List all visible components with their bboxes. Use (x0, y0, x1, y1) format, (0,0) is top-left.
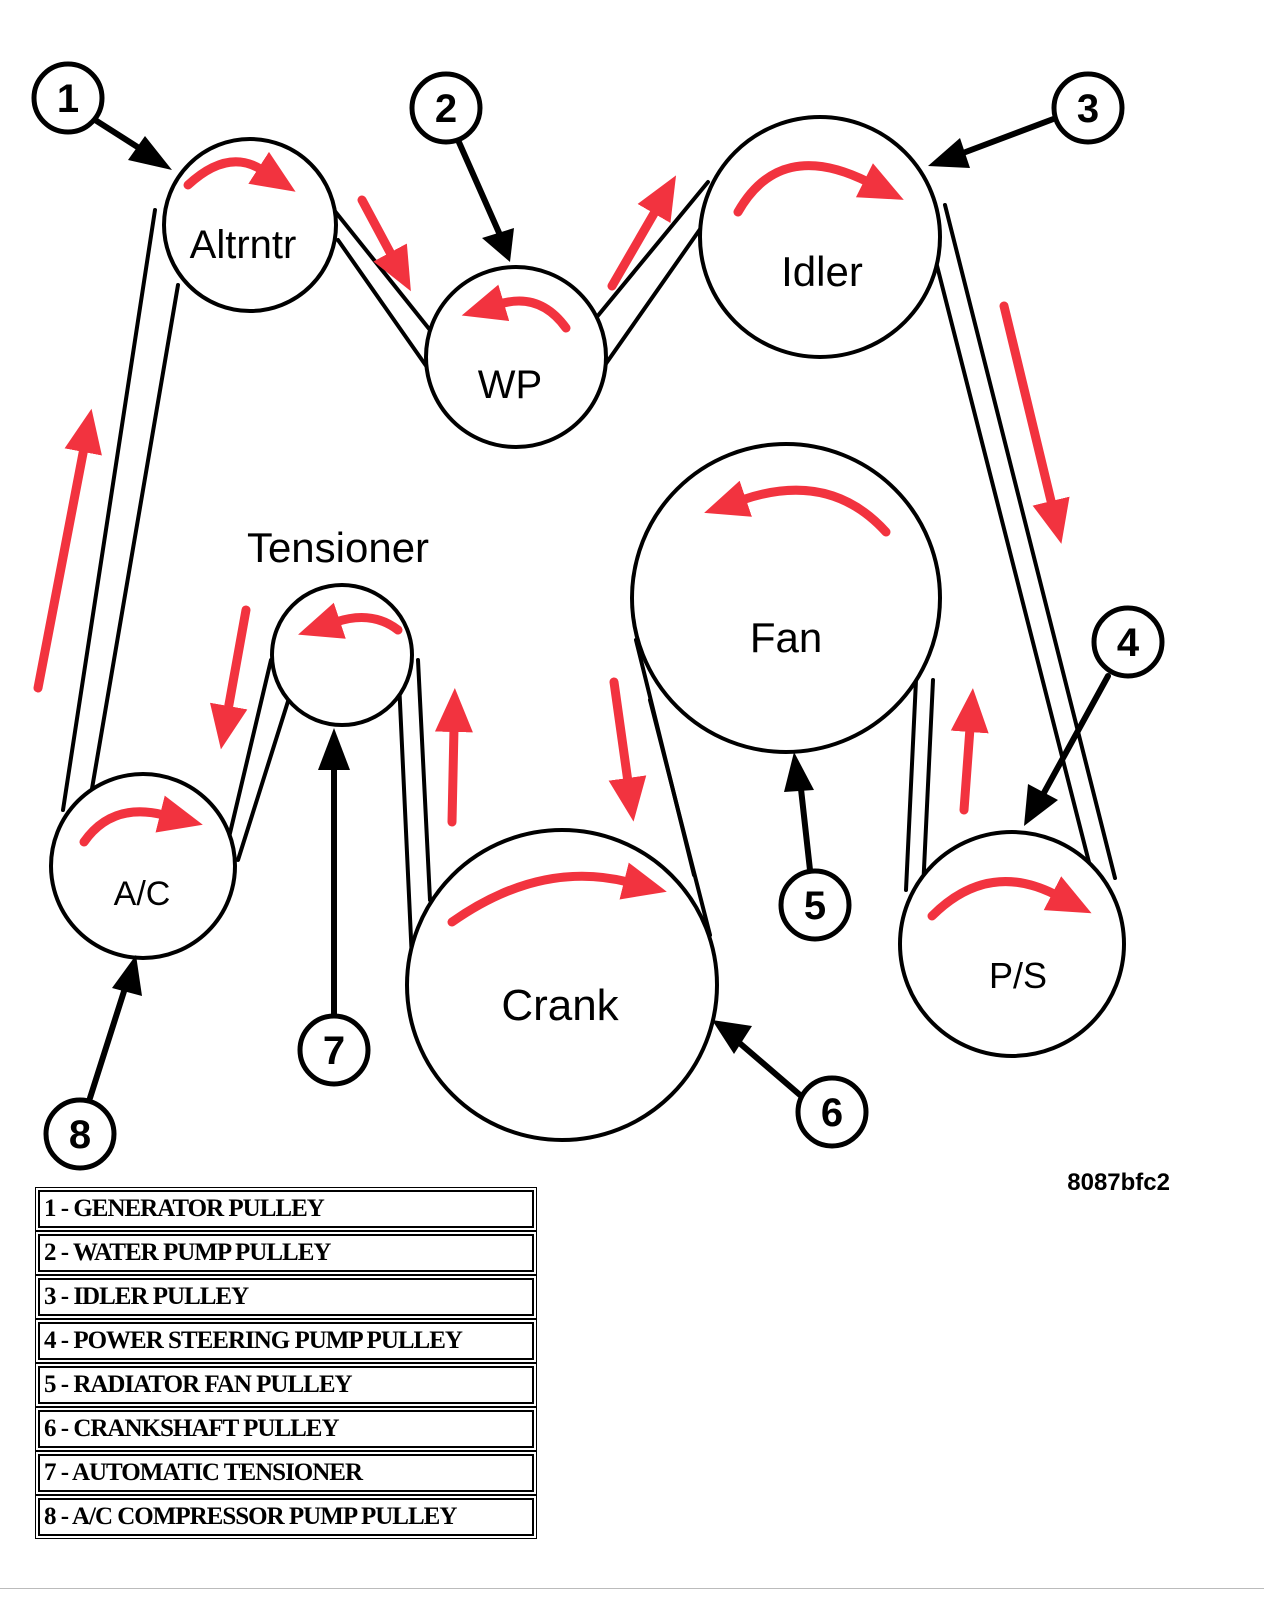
callout-3-number: 3 (1077, 87, 1099, 131)
callout-1-circle (31, 61, 105, 135)
callout-6-circle (795, 1075, 869, 1149)
alternator-rotation-arrow (183, 151, 296, 192)
ps-pulley (898, 830, 1126, 1058)
ps-rotation-arrow (927, 876, 1092, 921)
callout-5-arrowhead (784, 752, 814, 792)
ac-rotation-arrow (79, 795, 203, 847)
belt-direction-arrow (210, 605, 251, 750)
legend-row: 8 - A/C COMPRESSOR PUMP PULLEY (35, 1495, 537, 1539)
ps-label: P/S (989, 955, 1047, 996)
callout-2-number: 2 (435, 87, 457, 131)
belt-direction-arrow (950, 688, 989, 815)
ac-label: A/C (114, 875, 171, 913)
callout-5-circle (778, 868, 852, 942)
idler-rotation-arrow (733, 161, 904, 217)
idler-pulley (698, 115, 942, 359)
belt-direction-arrow (33, 408, 102, 693)
belt-direction-arrow (608, 677, 647, 822)
callout-8-pointer (87, 982, 129, 1101)
crank-rotation-arrow (447, 862, 667, 927)
callout-4-circle (1091, 605, 1165, 679)
callout-3-pointer (952, 115, 1059, 159)
tensioner-pulley (270, 583, 414, 727)
callout-5-pointer (797, 777, 813, 873)
callout-4-pointer (1037, 673, 1111, 803)
legend-row: 2 - WATER PUMP PULLEY (35, 1231, 537, 1275)
legend-row: 6 - CRANKSHAFT PULLEY (35, 1407, 537, 1451)
callout-6-pointer (733, 1037, 803, 1098)
crank-pulley (405, 828, 719, 1142)
callout-7-arrowhead (318, 728, 350, 770)
callout-4-arrowhead (1024, 784, 1058, 826)
bottom-divider (0, 1588, 1264, 1589)
belt-direction-arrow (607, 175, 677, 291)
callout-1-arrowhead (128, 136, 172, 170)
serpentine-belt (61, 180, 1117, 962)
water-pump-rotation-arrow (461, 284, 571, 333)
figure-id: 8087bfc2 (1067, 1169, 1170, 1196)
idler-label: Idler (781, 248, 863, 295)
callout-7-number: 7 (323, 1029, 345, 1073)
callout-3-arrowhead (928, 138, 970, 168)
fan-rotation-arrow (704, 480, 891, 537)
fan-label: Fan (750, 614, 822, 661)
callout-8-arrowhead (112, 955, 142, 996)
callout-6-number: 6 (821, 1091, 843, 1135)
callout-2-arrowhead (482, 228, 514, 262)
callout-8-number: 8 (69, 1113, 91, 1157)
callout-5-number: 5 (804, 884, 826, 928)
callout-2-pointer (455, 137, 503, 238)
fan-pulley (630, 442, 942, 754)
callout-8-circle (43, 1097, 117, 1171)
callout-4-number: 4 (1117, 621, 1140, 665)
belt-direction-arrow (357, 195, 411, 292)
water-pump-pulley (424, 265, 608, 449)
callout-2-circle (409, 71, 483, 145)
water-pump-label: WP (478, 363, 542, 407)
callout-1-number: 1 (57, 77, 79, 121)
legend-row: 3 - IDLER PULLEY (35, 1275, 537, 1319)
crank-label: Crank (501, 981, 619, 1030)
legend-row: 5 - RADIATOR FAN PULLEY (35, 1363, 537, 1407)
callout-7-circle (297, 1013, 371, 1087)
tensioner-rotation-arrow (298, 602, 403, 639)
callout-3-circle (1051, 71, 1125, 145)
alternator-label: Altrntr (190, 223, 297, 267)
callout-6-arrowhead (712, 1020, 752, 1054)
legend-table: 1 - GENERATOR PULLEY 2 - WATER PUMP PULL… (35, 1187, 537, 1542)
ac-pulley (49, 772, 237, 960)
legend-row: 1 - GENERATOR PULLEY (35, 1187, 537, 1231)
legend-row: 4 - POWER STEERING PUMP PULLEY (35, 1319, 537, 1363)
legend-row: 7 - AUTOMATIC TENSIONER (35, 1451, 537, 1495)
belt-direction-arrow (999, 301, 1070, 544)
tensioner-label: Tensioner (247, 524, 429, 571)
belt-direction-arrow (434, 688, 473, 827)
